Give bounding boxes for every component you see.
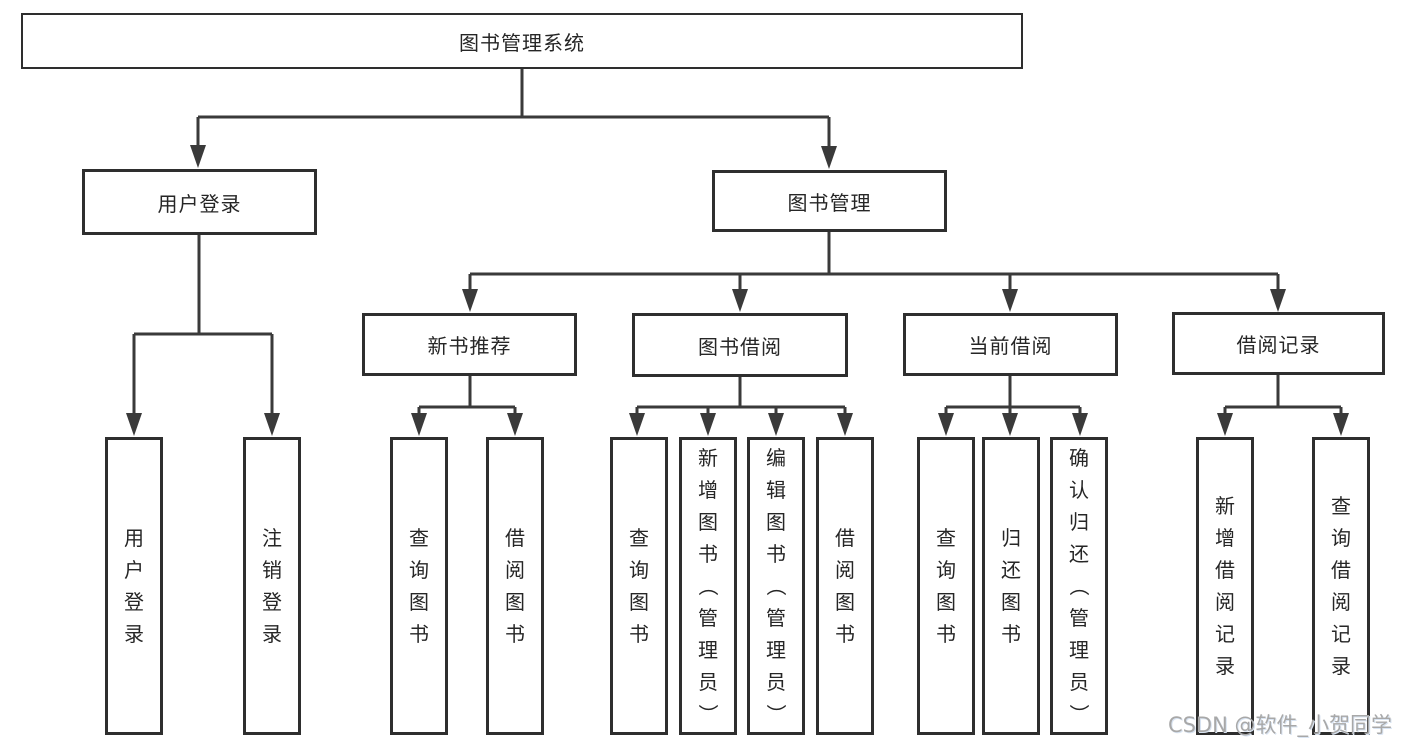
node-label: 图书管理 — [787, 190, 872, 215]
leaf-query-books-current: 查询图书 — [917, 437, 975, 735]
leaf-label: 归还图书 — [1001, 526, 1021, 646]
connector-currentborrow-to-leaves — [938, 376, 1088, 436]
node-new-book-recommend: 新书推荐 — [362, 313, 577, 376]
leaf-confirm-return-admin: 确认归还（管理员） — [1050, 437, 1108, 735]
connector-bookmgmt-to-level3 — [462, 232, 1286, 312]
leaf-label: 查询图书 — [409, 526, 429, 646]
leaf-logout: 注销登录 — [243, 437, 301, 735]
leaf-borrow-books-borrowing: 借阅图书 — [816, 437, 874, 735]
connector-borrowrecords-to-leaves — [1217, 375, 1349, 436]
csdn-watermark: CSDN @软件_小贺同学 — [1167, 713, 1392, 737]
leaf-query-borrow-record: 查询借阅记录 — [1312, 437, 1370, 735]
node-borrowing-records: 借阅记录 — [1172, 312, 1385, 375]
node-user-login-branch: 用户登录 — [82, 169, 317, 235]
node-label: 图书借阅 — [698, 334, 782, 359]
node-book-management-branch: 图书管理 — [712, 170, 947, 232]
leaf-label: 用户登录 — [124, 526, 144, 646]
leaf-label: 新增借阅记录 — [1215, 494, 1235, 678]
leaf-label: 借阅图书 — [505, 526, 525, 646]
leaf-return-books: 归还图书 — [982, 437, 1040, 735]
leaf-label: 新增图书（管理员） — [696, 446, 720, 724]
leaf-label: 查询借阅记录 — [1331, 494, 1351, 678]
connector-userlogin-to-leaves — [126, 235, 280, 436]
leaf-label: 确认归还（管理员） — [1067, 446, 1091, 724]
leaf-add-books-admin: 新增图书（管理员） — [679, 437, 737, 735]
node-system-root: 图书管理系统 — [21, 13, 1023, 69]
node-label: 用户登录 — [157, 191, 242, 216]
node-current-borrowing: 当前借阅 — [903, 313, 1118, 376]
leaf-label: 编辑图书（管理员） — [764, 446, 788, 724]
connector-root-to-level2 — [190, 69, 837, 169]
leaf-add-borrow-record: 新增借阅记录 — [1196, 437, 1254, 735]
leaf-label: 查询图书 — [629, 526, 649, 646]
leaf-edit-books-admin: 编辑图书（管理员） — [747, 437, 805, 735]
connector-bookborrow-to-leaves — [629, 377, 853, 436]
node-label: 当前借阅 — [968, 334, 1053, 358]
leaf-query-books-borrowing: 查询图书 — [610, 437, 668, 735]
leaf-query-books-recommend: 查询图书 — [390, 437, 448, 735]
node-label: 图书管理系统 — [459, 30, 585, 55]
connector-newbooks-to-leaves — [411, 376, 523, 436]
leaf-label: 借阅图书 — [835, 526, 855, 646]
node-label: 新书推荐 — [427, 334, 512, 358]
node-label: 借阅记录 — [1236, 333, 1321, 357]
leaf-borrow-books-recommend: 借阅图书 — [486, 437, 544, 735]
leaf-user-login: 用户登录 — [105, 437, 163, 735]
leaf-label: 查询图书 — [936, 526, 956, 646]
leaf-label: 注销登录 — [262, 526, 282, 646]
node-book-borrowing: 图书借阅 — [632, 313, 848, 377]
